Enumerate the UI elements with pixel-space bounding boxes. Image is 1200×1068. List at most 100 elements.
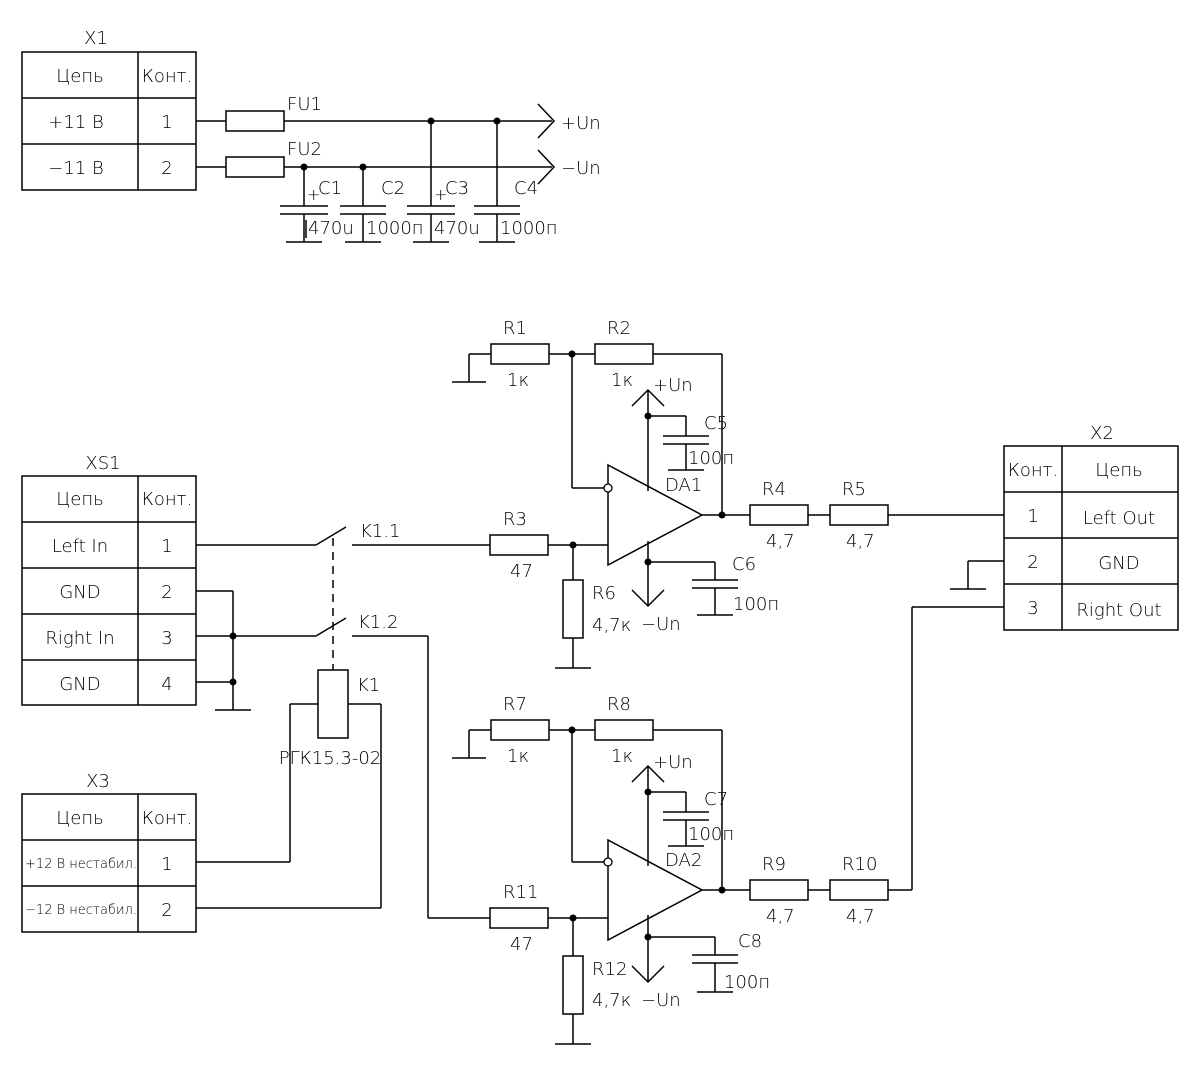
- resistor-r6: [562, 579, 584, 639]
- connector-x1-pin: 2: [161, 158, 172, 179]
- connector-xs1-circuit: GND: [59, 674, 100, 695]
- capacitor-c8-label: C8: [738, 931, 762, 952]
- resistor-r8: [594, 719, 654, 741]
- junction-dot: [493, 117, 501, 125]
- connector-x1-pin: 1: [161, 112, 172, 133]
- minus-un-label: −Un: [561, 158, 601, 179]
- resistor-r9: [749, 879, 809, 901]
- relay-contact-k1-2: [315, 617, 347, 637]
- power-supply-section: FU1 +Un FU2 −Un + C1 470u C2 1000п: [196, 94, 601, 243]
- resistor-r10-label: R10: [842, 854, 877, 875]
- connector-xs1-title: XS1: [85, 453, 120, 474]
- resistor-r9-value: 4,7: [766, 906, 795, 927]
- junction-dot: [718, 511, 726, 519]
- relay-type-label: РГК15.3-02: [279, 748, 382, 769]
- connector-x1: X1 Цепь Конт. +11 В 1 −11 В 2: [21, 28, 197, 191]
- capacitor-c3-label: C3: [445, 178, 469, 199]
- capacitor-c3-value: 470u: [434, 218, 480, 239]
- connector-x1-title: X1: [84, 28, 108, 49]
- opamp-da2-label: DA2: [665, 850, 702, 871]
- connector-x2-circuit: Left Out: [1083, 508, 1155, 529]
- connector-x1-circuit: +11 В: [48, 112, 104, 133]
- capacitor-c4-label: C4: [514, 178, 538, 199]
- junction-dot: [427, 117, 435, 125]
- relay-k1-label: K1: [357, 675, 380, 696]
- resistor-r9-label: R9: [762, 854, 786, 875]
- connector-x2-pin: 3: [1027, 598, 1038, 619]
- connector-xs1-pin: 2: [161, 582, 172, 603]
- xs1-ground-bus: [196, 590, 251, 711]
- resistor-r3-value: 47: [510, 561, 533, 582]
- resistor-r5-label: R5: [842, 479, 866, 500]
- connector-xs1-circuit: Left In: [52, 536, 108, 557]
- channel-1-amplifier: R1 1к R2 1к DA1 +Un C5 100п −Un: [452, 318, 1004, 669]
- connector-xs1-circuit: Right In: [45, 628, 114, 649]
- connector-x1-header-circuit: Цепь: [56, 66, 103, 87]
- opamp-da1: [607, 463, 704, 567]
- resistor-r7-label: R7: [503, 694, 527, 715]
- resistor-r11-value: 47: [510, 934, 533, 955]
- connector-x3-circuit: −12 В нестабил.: [25, 903, 137, 918]
- connector-xs1-header-circuit: Цепь: [56, 489, 103, 510]
- resistor-r8-label: R8: [607, 694, 631, 715]
- supply-arrow-up: [631, 764, 665, 783]
- supply-arrow-down: [631, 965, 665, 984]
- output-arrow-plus: [537, 103, 556, 139]
- junction-dot: [718, 886, 726, 894]
- fuse-fu2: [225, 156, 285, 178]
- resistor-r3-label: R3: [503, 509, 527, 530]
- resistor-r7: [490, 719, 550, 741]
- capacitor-c1-label: C1: [318, 178, 342, 199]
- capacitor-c2-value: 1000п: [366, 218, 424, 239]
- resistor-r12-value: 4,7к: [592, 990, 631, 1011]
- resistor-r12-label: R12: [592, 959, 627, 980]
- plus-un-label: +Un: [561, 113, 601, 134]
- connector-x2-pin: 1: [1027, 506, 1038, 527]
- resistor-r8-value: 1к: [611, 746, 633, 767]
- plus-un-label: +Un: [653, 375, 693, 396]
- resistor-r4-value: 4,7: [766, 531, 795, 552]
- connector-x3-circuit: +12 В нестабил.: [25, 857, 137, 872]
- connector-xs1-pin: 4: [161, 674, 172, 695]
- minus-un-label: −Un: [641, 614, 681, 635]
- relay-contact-k1-2-label: K1.2: [358, 612, 398, 633]
- resistor-r1-label: R1: [503, 318, 527, 339]
- connector-x3-header-circuit: Цепь: [56, 808, 103, 829]
- resistor-r11-label: R11: [503, 882, 538, 903]
- fuse-fu1: [225, 110, 285, 132]
- relay-k1: K1.1 K1.2 K1 РГК15.3-02: [196, 521, 490, 919]
- supply-arrow-down: [631, 589, 665, 608]
- connector-x3-header-contact: Конт.: [142, 808, 193, 829]
- minus-un-label: −Un: [641, 990, 681, 1011]
- resistor-r3: [489, 534, 549, 556]
- relay-contact-k1-1: [315, 526, 347, 546]
- resistor-r1-value: 1к: [507, 370, 529, 391]
- capacitor-c7-value: 100п: [688, 824, 734, 845]
- connector-x2-circuit: GND: [1098, 553, 1139, 574]
- connector-x2: X2 Конт. Цепь 1 Left Out 2 GND 3 Right O…: [1003, 423, 1179, 631]
- resistor-r11: [489, 907, 549, 929]
- cap-polarity-plus: +: [307, 185, 320, 204]
- capacitor-c4-value: 1000п: [500, 218, 558, 239]
- resistor-r1: [490, 343, 550, 365]
- connector-xs1-circuit: GND: [59, 582, 100, 603]
- resistor-r5: [829, 504, 889, 526]
- resistor-r10: [829, 879, 889, 901]
- capacitor-c1-value: 470u: [308, 218, 354, 239]
- resistor-r7-value: 1к: [507, 746, 529, 767]
- resistor-r2-label: R2: [607, 318, 631, 339]
- connector-xs1-header-contact: Конт.: [142, 489, 193, 510]
- capacitor-c5-label: C5: [704, 413, 728, 434]
- cap-polarity-plus: +: [434, 185, 447, 204]
- connector-x3-pin: 2: [161, 900, 172, 921]
- connector-x2-pin: 2: [1027, 552, 1038, 573]
- x2-ground: [950, 560, 1004, 590]
- fuse-fu1-label: FU1: [287, 94, 322, 115]
- connector-x1-header-contact: Конт.: [142, 66, 193, 87]
- junction-dot: [229, 678, 237, 686]
- opamp-da2: [607, 838, 704, 942]
- supply-arrow-up: [631, 388, 665, 407]
- connector-x3-pin: 1: [161, 854, 172, 875]
- resistor-r5-value: 4,7: [846, 531, 875, 552]
